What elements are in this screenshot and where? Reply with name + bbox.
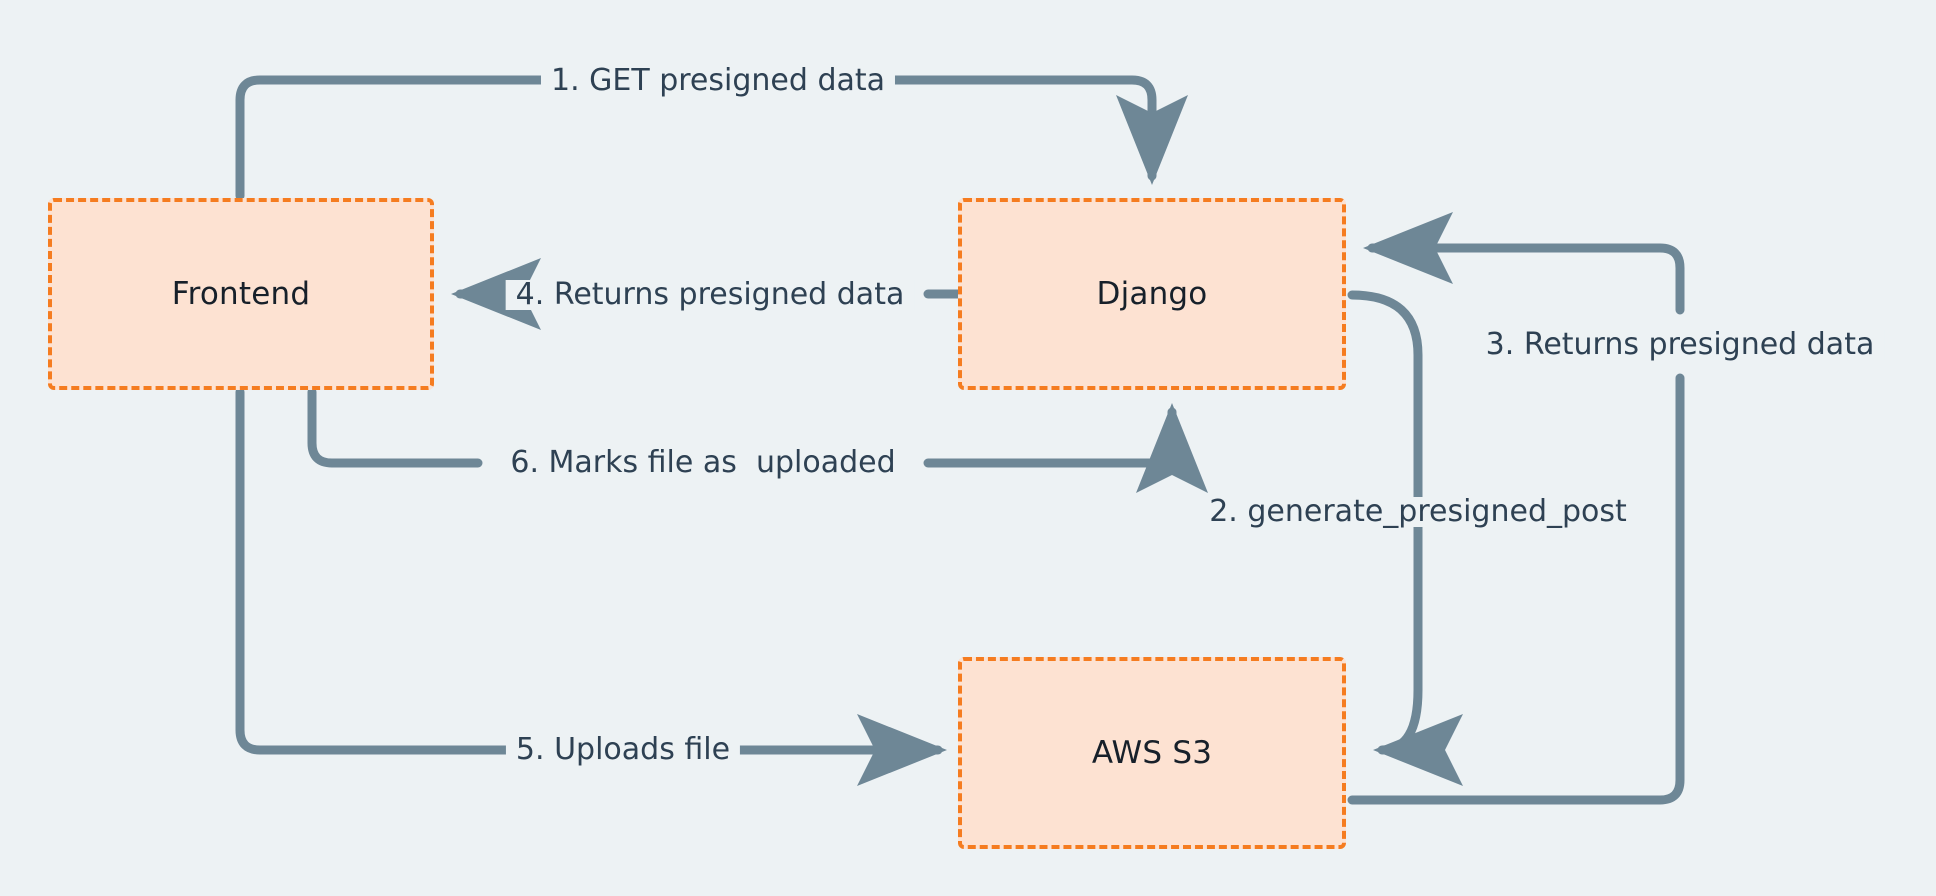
connector-3-returns-presigned-data-a [1347,373,1685,805]
connector-3-returns-presigned-data-b [1363,212,1685,315]
connector-6-marks-file-as-uploaded-a [307,387,483,468]
connector-2-generate-presigned-post [1347,290,1464,786]
connector-5-uploads-file-a [235,387,515,755]
node-aws-s3-label: AWS S3 [1091,735,1213,771]
edge-label-4: 4. Returns presigned data [505,280,915,310]
edge-label-1: 1. GET presigned data [540,66,896,96]
node-django[interactable]: Django [958,198,1346,390]
node-frontend-label: Frontend [171,276,311,312]
connector-6-marks-file-as-uploaded-b [923,403,1208,493]
edge-label-3: 3. Returns presigned data [1475,330,1885,360]
edge-label-6: 6. Marks file as uploaded [500,448,906,478]
node-django-label: Django [1096,276,1208,312]
edge-label-5: 5. Uploads file [505,735,741,765]
node-aws-s3[interactable]: AWS S3 [958,657,1346,849]
edge-label-2: 2. generate_presigned_post [1199,497,1637,527]
node-frontend[interactable]: Frontend [48,198,434,390]
